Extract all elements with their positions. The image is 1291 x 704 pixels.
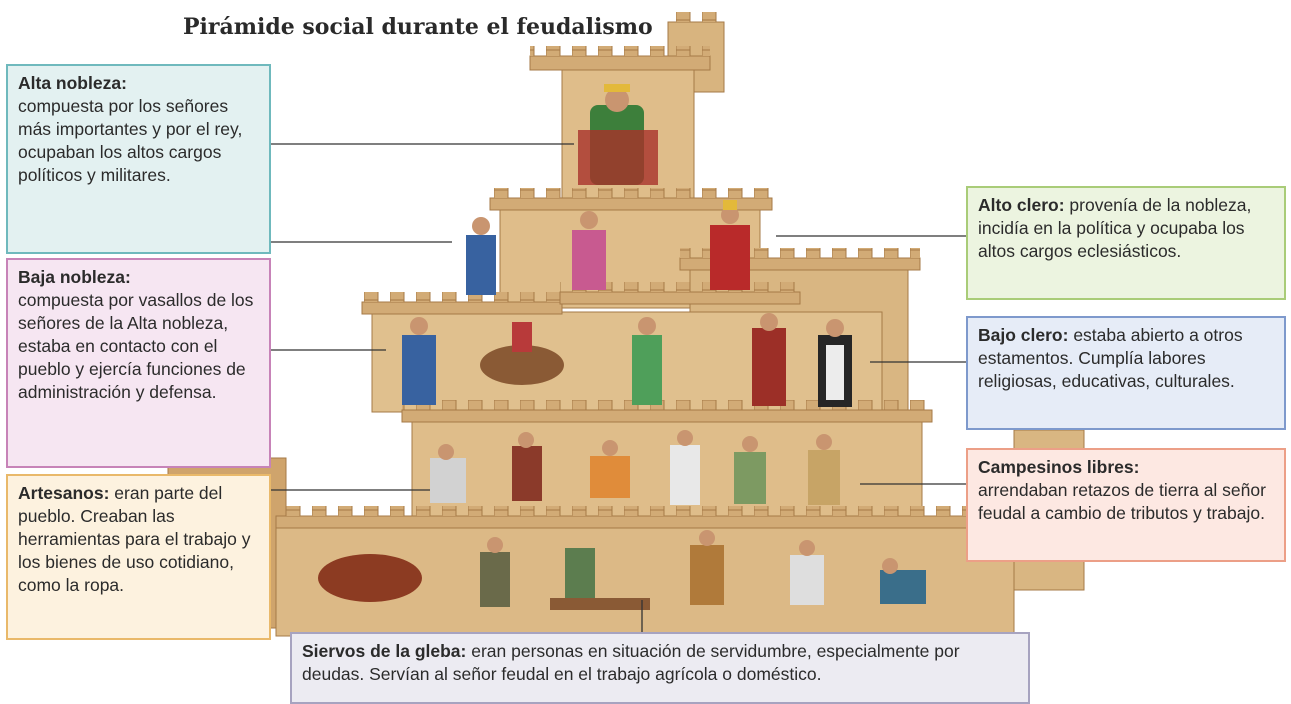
leader-lines xyxy=(271,143,966,632)
alto-clero-heading: Alto clero: xyxy=(978,195,1070,215)
diagram-title: Pirámide social durante el feudalismo xyxy=(183,14,653,40)
artesanos-heading: Artesanos: xyxy=(18,483,115,503)
king-figure xyxy=(578,84,658,185)
high-clergy-figure xyxy=(710,200,750,290)
campesinos-libres-heading: Campesinos libres: xyxy=(978,457,1140,477)
nobility-figures xyxy=(466,211,606,295)
bajo-clero-heading: Bajo clero: xyxy=(978,325,1074,345)
artesanos-box: Artesanos: eran parte del pueblo. Creaba… xyxy=(6,474,271,640)
alta-nobleza-heading: Alta nobleza: xyxy=(18,73,127,93)
alta-nobleza-text: compuesta por los señores más importante… xyxy=(18,96,243,185)
bajo-clero-text: estaba abierto a otros estamentos. Cumpl… xyxy=(978,325,1243,391)
artisans-and-free-peasants-figures xyxy=(430,430,840,505)
artesanos-text: eran parte del pueblo. Creaban las herra… xyxy=(18,483,251,595)
campesinos-libres-text: arrendaban retazos de tierra al señor fe… xyxy=(978,480,1266,523)
low-clergy-figures xyxy=(752,313,852,407)
baja-nobleza-text: compuesta por vasallos de los señores de… xyxy=(18,290,254,402)
alto-clero-text: provenía de la nobleza, incidía en la po… xyxy=(978,195,1252,261)
serfs-figures xyxy=(318,530,926,610)
bajo-clero-box: Bajo clero: estaba abierto a otros estam… xyxy=(966,316,1286,430)
siervos-box: Siervos de la gleba: eran personas en si… xyxy=(290,632,1030,704)
campesinos-libres-box: Campesinos libres: arrendaban retazos de… xyxy=(966,448,1286,562)
siervos-heading: Siervos de la gleba: xyxy=(302,641,472,661)
low-nobility-figures xyxy=(402,317,662,405)
alto-clero-box: Alto clero: provenía de la nobleza, inci… xyxy=(966,186,1286,300)
baja-nobleza-box: Baja nobleza: compuesta por vasallos de … xyxy=(6,258,271,468)
alta-nobleza-box: Alta nobleza: compuesta por los señores … xyxy=(6,64,271,254)
siervos-text: eran personas en situación de servidumbr… xyxy=(302,641,960,684)
baja-nobleza-heading: Baja nobleza: xyxy=(18,267,131,287)
